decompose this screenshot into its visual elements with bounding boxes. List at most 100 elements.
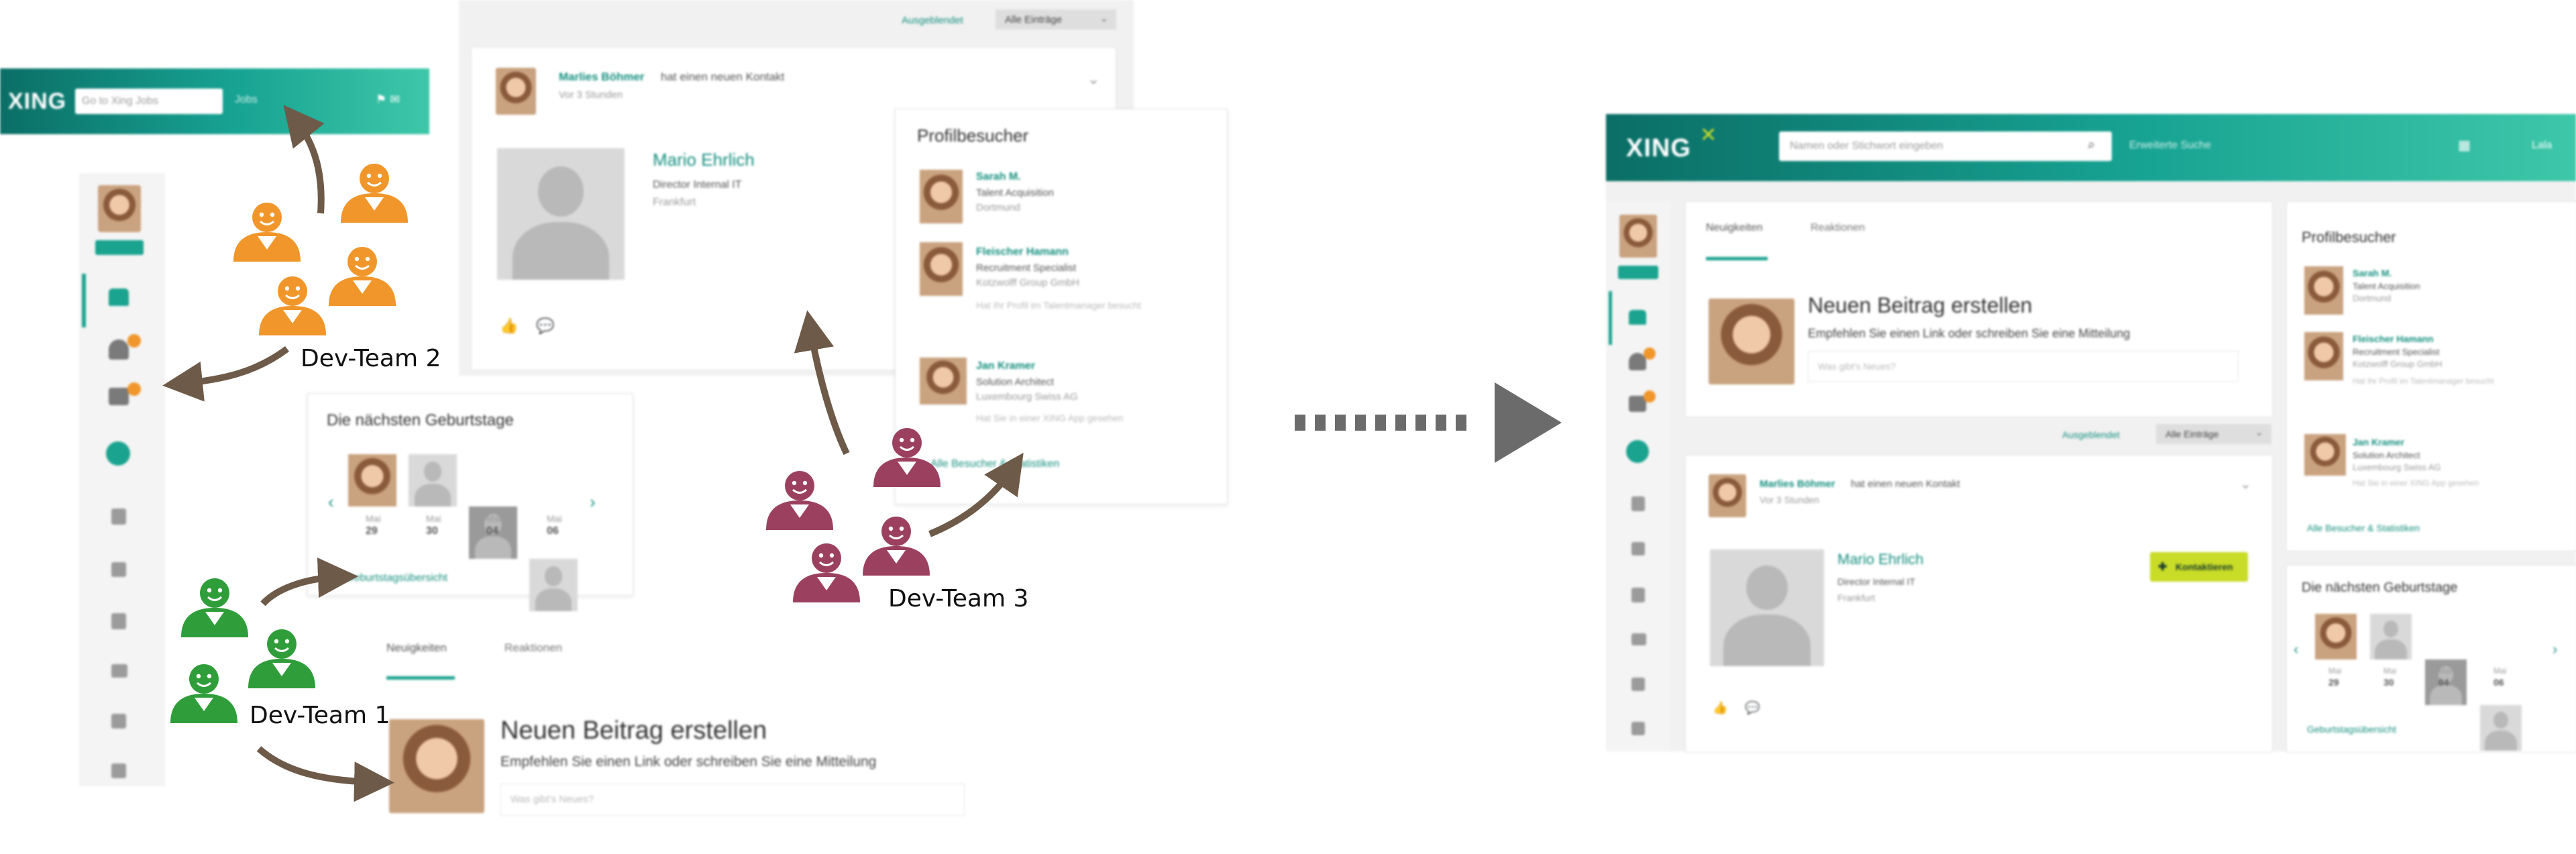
filter-select[interactable]: Alle Einträge ⌄ xyxy=(2156,424,2271,444)
nav-active-indicator xyxy=(82,274,86,327)
birthday-avatar[interactable] xyxy=(2425,659,2467,705)
tab-news[interactable]: Neuigkeiten xyxy=(386,641,447,654)
contact-button[interactable]: ✚ Kontaktieren xyxy=(2150,552,2248,582)
filter-hidden-link[interactable]: Ausgeblendet xyxy=(902,15,963,26)
comment-icon[interactable]: 💬 xyxy=(1745,701,1760,714)
search-jobs-link[interactable]: Jobs xyxy=(235,94,258,105)
birthday-avatar[interactable] xyxy=(469,506,517,559)
more-icon[interactable] xyxy=(1631,722,1645,735)
all-visitors-link[interactable]: Alle Besucher & Statistiken xyxy=(2307,523,2420,533)
chevron-left-icon[interactable]: ‹ xyxy=(2294,641,2299,657)
jobs-icon[interactable] xyxy=(1631,496,1645,511)
home-icon[interactable] xyxy=(1629,310,1646,325)
post-action: hat einen neuen Kontakt xyxy=(1851,478,1960,490)
home-icon[interactable] xyxy=(109,288,129,306)
visitor-name[interactable]: Sarah M. xyxy=(976,171,1021,182)
chevron-left-icon[interactable]: ‹ xyxy=(328,492,334,512)
chevron-right-icon[interactable]: › xyxy=(590,492,596,512)
tab-news[interactable]: Neuigkeiten xyxy=(1706,222,1763,233)
post-author[interactable]: Marlies Böhmer xyxy=(1760,478,1835,490)
contact-photo[interactable] xyxy=(1710,549,1824,666)
composer-input[interactable]: Was gibt's Neues? xyxy=(500,784,965,816)
contact-title: Director Internal IT xyxy=(1837,576,1915,587)
team3-member-icon xyxy=(792,542,861,604)
birthday-day: 30 xyxy=(426,525,438,537)
visitor-name[interactable]: Jan Kramer xyxy=(2353,437,2405,447)
birthdays-link[interactable]: Geburtstagsübersicht xyxy=(2307,724,2397,735)
visitor-name[interactable]: Sarah M. xyxy=(2353,268,2392,278)
xing-logo[interactable]: XING xyxy=(1626,134,1691,162)
team2-member-icon xyxy=(258,275,327,337)
birthday-avatar[interactable] xyxy=(2480,705,2522,751)
visitor-name[interactable]: Jan Kramer xyxy=(976,360,1036,372)
contact-name[interactable]: Mario Ehrlich xyxy=(653,150,755,170)
more-icon[interactable] xyxy=(111,763,126,778)
visitor-avatar[interactable] xyxy=(2304,266,2343,315)
birthday-avatar[interactable] xyxy=(2370,614,2412,659)
feed-controls: Ausgeblendet Alle Einträge ⌄ xyxy=(794,7,1116,34)
visitor-avatar[interactable] xyxy=(2304,332,2343,380)
post-author[interactable]: Marlies Böhmer xyxy=(559,70,645,83)
events-icon[interactable] xyxy=(111,562,126,577)
visitor-avatar[interactable] xyxy=(920,242,963,296)
contacts-icon[interactable] xyxy=(1629,353,1646,370)
messages-icon[interactable] xyxy=(1629,396,1646,412)
search-icon[interactable]: ⌕ xyxy=(2088,138,2096,152)
birthday-avatar[interactable] xyxy=(409,454,457,506)
header-tools-icon[interactable]: ▦ xyxy=(2458,138,2471,153)
user-menu[interactable]: Lala xyxy=(2532,140,2553,151)
contact-title: Director Internal IT xyxy=(653,179,742,191)
user-avatar[interactable] xyxy=(1619,215,1657,258)
composer-input[interactable]: Was gibt's Neues? xyxy=(1808,351,2239,382)
chevron-down-icon[interactable]: ⌄ xyxy=(1087,70,1100,87)
user-avatar[interactable] xyxy=(98,185,141,232)
birthdays-link[interactable]: Geburtstagsübersicht xyxy=(345,572,448,584)
contact-name[interactable]: Mario Ehrlich xyxy=(1837,551,1924,568)
composer-avatar[interactable] xyxy=(1709,299,1794,384)
events-icon[interactable] xyxy=(1631,542,1645,555)
groups-icon[interactable] xyxy=(1631,678,1645,691)
visitor-avatar[interactable] xyxy=(920,170,963,223)
author-avatar[interactable] xyxy=(1709,474,1746,517)
birthdays-title: Die nächsten Geburtstage xyxy=(327,411,514,429)
visitor-role: Recruitment Specialist xyxy=(976,262,1077,274)
composer-avatar[interactable] xyxy=(389,719,484,813)
contact-photo[interactable] xyxy=(497,148,625,280)
visitor-avatar[interactable] xyxy=(2304,434,2346,476)
add-contact-icon: ✚ xyxy=(2158,562,2167,573)
search-input[interactable]: Namen oder Stichwort eingeben ⌕ xyxy=(1779,131,2112,161)
like-icon[interactable]: 👍 xyxy=(1713,701,1728,714)
birthday-avatar[interactable] xyxy=(2315,614,2357,659)
author-avatar[interactable] xyxy=(496,68,536,115)
search-input[interactable]: Go to Xing Jobs xyxy=(75,89,223,114)
news-icon[interactable] xyxy=(111,613,126,629)
header-icons: ⚑ ✉ xyxy=(376,93,400,106)
messages-icon[interactable] xyxy=(109,388,129,405)
circle-nav-icon[interactable] xyxy=(106,441,130,466)
comment-icon[interactable]: 💬 xyxy=(536,317,555,334)
advanced-search-link[interactable]: Erweiterte Suche xyxy=(2129,140,2211,151)
news-icon[interactable] xyxy=(1631,588,1645,602)
visitor-name[interactable]: Fleischer Hamann xyxy=(2353,333,2434,344)
birthday-avatar[interactable] xyxy=(348,454,396,506)
arrow-team2-to-sidebar xyxy=(162,345,289,402)
feed-controls: Ausgeblendet Alle Einträge ⌄ xyxy=(1982,421,2271,448)
tab-reactions[interactable]: Reaktionen xyxy=(1811,222,1865,233)
filter-select[interactable]: Alle Einträge ⌄ xyxy=(996,9,1116,30)
stats-icon[interactable] xyxy=(1631,633,1646,645)
chevron-right-icon[interactable]: › xyxy=(2553,641,2558,657)
team1-member-icon xyxy=(169,663,239,725)
stats-icon[interactable] xyxy=(111,664,127,678)
birthday-avatar[interactable] xyxy=(529,559,578,611)
visitor-avatar[interactable] xyxy=(920,358,967,405)
tab-reactions[interactable]: Reaktionen xyxy=(504,641,563,654)
chevron-down-icon[interactable]: ⌄ xyxy=(2240,477,2251,492)
groups-icon[interactable] xyxy=(111,714,126,729)
contacts-icon[interactable] xyxy=(109,339,129,360)
circle-nav-icon[interactable] xyxy=(1626,440,1649,463)
chevron-down-icon: ⌄ xyxy=(1100,13,1108,23)
like-icon[interactable]: 👍 xyxy=(500,317,519,334)
visitor-name[interactable]: Fleischer Hamann xyxy=(976,246,1069,258)
jobs-icon[interactable] xyxy=(111,509,126,525)
filter-hidden-link[interactable]: Ausgeblendet xyxy=(2062,429,2120,440)
